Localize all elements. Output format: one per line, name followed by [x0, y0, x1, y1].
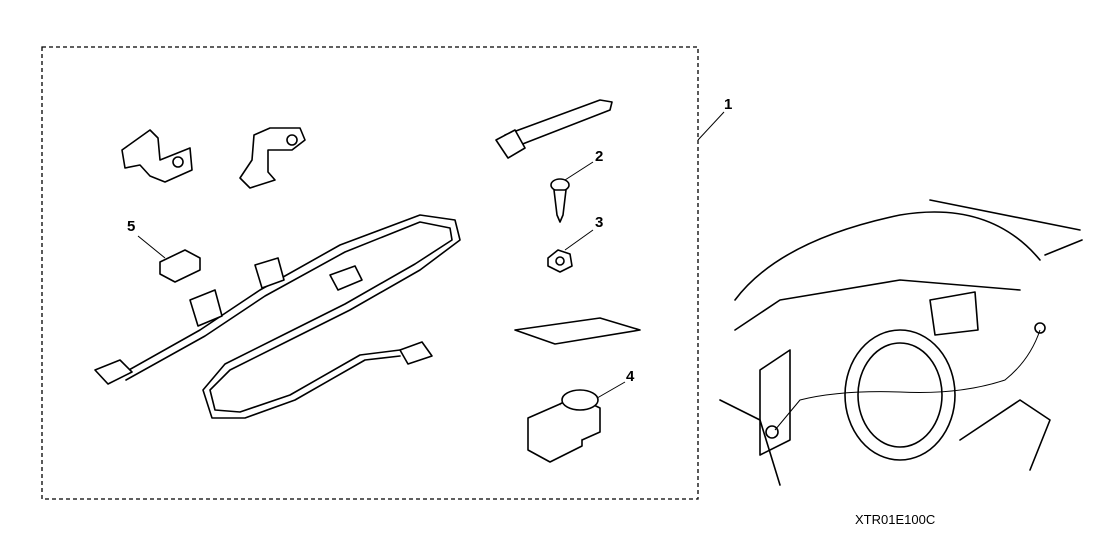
cable-tie [495, 99, 613, 159]
wire-harness [94, 214, 461, 419]
switch-5 [159, 249, 201, 283]
leader-line-3 [564, 229, 594, 251]
callout-4: 4 [626, 368, 635, 385]
leader-line-2 [564, 161, 594, 181]
nut [547, 249, 573, 273]
callout-3: 3 [595, 214, 604, 231]
callout-5: 5 [127, 218, 136, 235]
kit-boundary [41, 46, 699, 500]
screw [550, 178, 570, 223]
tape-strip [514, 317, 641, 345]
leader-line-5 [137, 235, 166, 259]
vehicle-dashboard-illustration [719, 174, 1086, 491]
bracket-b [239, 127, 306, 189]
leader-line-1 [697, 111, 725, 141]
bracket-a [121, 129, 193, 183]
callout-2: 2 [595, 148, 604, 165]
sensor-connector [527, 389, 601, 463]
callout-1: 1 [724, 96, 733, 113]
diagram-code: XTR01E100C [855, 512, 936, 527]
